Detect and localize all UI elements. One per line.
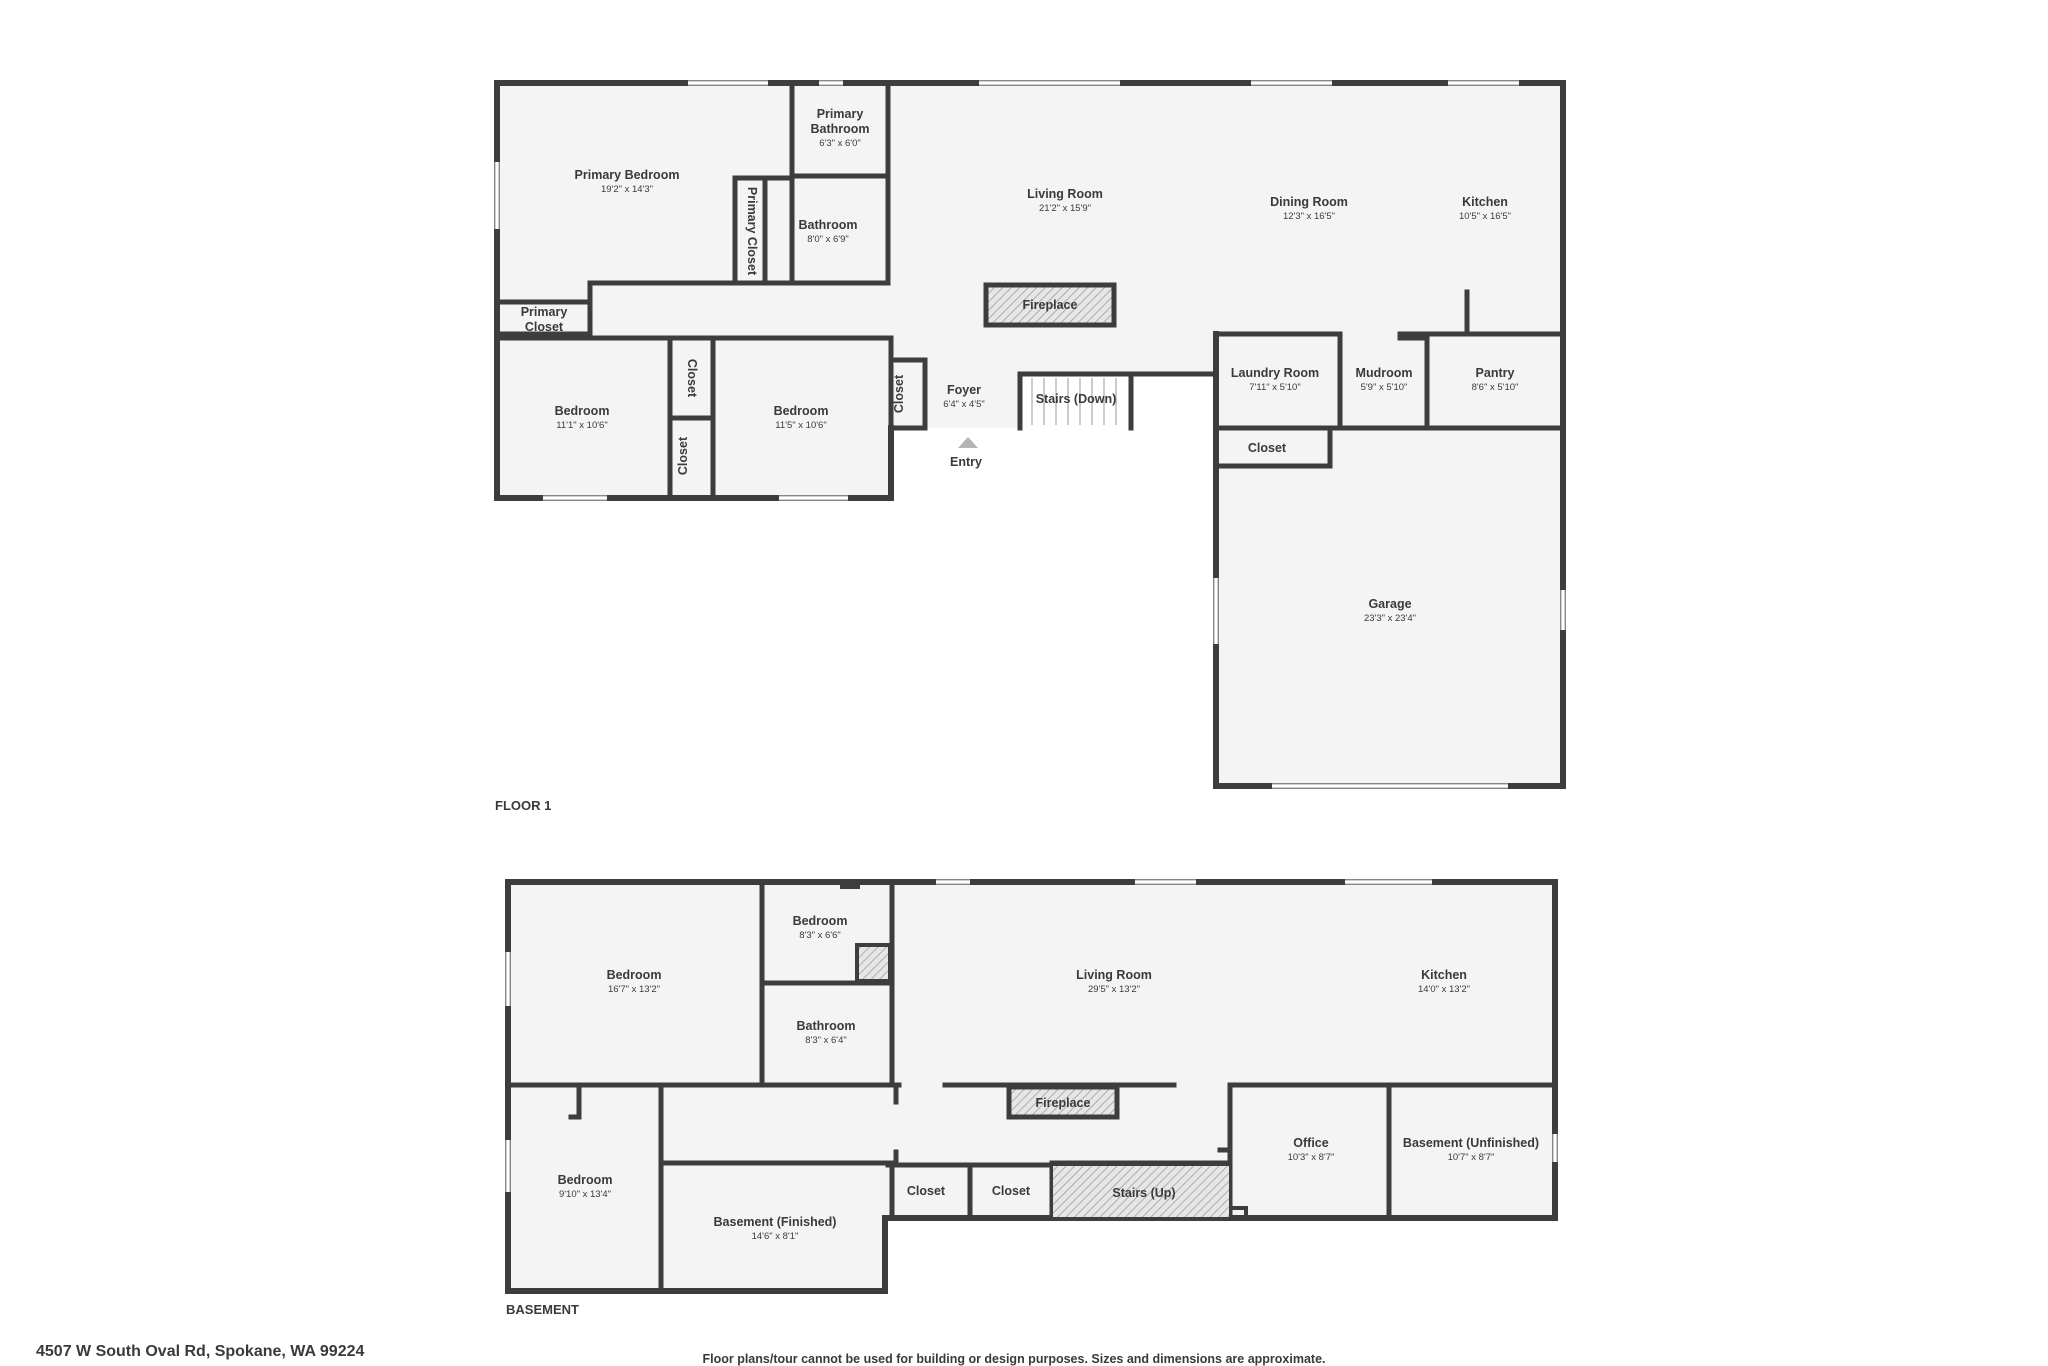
room-dims: 21'2" x 15'9" xyxy=(1039,203,1091,214)
room-label: Bedroom xyxy=(558,1173,613,1187)
room-dims: 8'3" x 6'4" xyxy=(805,1035,847,1046)
room-label: Closet xyxy=(907,1184,946,1198)
fireplace-floor1 xyxy=(983,282,1117,328)
room-dims: 8'3" x 6'6" xyxy=(799,930,841,941)
room-label: Stairs (Up) xyxy=(1112,1186,1175,1200)
room-label: Garage xyxy=(1368,597,1411,611)
room-dims: 14'6" x 8'1" xyxy=(752,1231,799,1242)
room-label: Closet xyxy=(685,359,699,398)
room-dims: 5'9" x 5'10" xyxy=(1361,382,1408,393)
room-label: Closet xyxy=(676,436,690,475)
room-label: Kitchen xyxy=(1462,195,1508,209)
room-dims: 12'3" x 16'5" xyxy=(1283,211,1335,222)
entry-label: Entry xyxy=(950,455,982,469)
room-label: Basement (Unfinished) xyxy=(1403,1136,1539,1150)
room-label: Bedroom xyxy=(555,404,610,418)
room-label: Primary Closet xyxy=(745,187,759,276)
room-label: Closet xyxy=(992,1184,1031,1198)
room-label: Mudroom xyxy=(1356,366,1413,380)
stairs-up-basement xyxy=(1051,1164,1231,1219)
room-label: Living Room xyxy=(1027,187,1103,201)
entry-arrow-icon xyxy=(958,437,978,448)
room-label: Closet xyxy=(892,374,906,413)
room-dims: 6'3" x 6'0" xyxy=(819,138,861,149)
room-label: Primary xyxy=(817,107,864,121)
room-label: Bathroom xyxy=(810,122,869,136)
room-dims: 29'5" x 13'2" xyxy=(1088,984,1140,995)
room-dims: 14'0" x 13'2" xyxy=(1418,984,1470,995)
floor-1-title: FLOOR 1 xyxy=(495,798,551,813)
fireplace-basement xyxy=(1006,1084,1120,1120)
room-label: Laundry Room xyxy=(1231,366,1319,380)
room-label: Bedroom xyxy=(774,404,829,418)
room-label: Bathroom xyxy=(796,1019,855,1033)
room-dims: 11'1" x 10'6" xyxy=(556,420,607,431)
room-label: Primary Bedroom xyxy=(575,168,680,182)
room-dims: 19'2" x 14'3" xyxy=(601,184,653,195)
floor-1-windows xyxy=(494,80,1566,789)
room-dims: 6'4" x 4'5" xyxy=(943,399,985,410)
room-dims: 23'3" x 23'4" xyxy=(1364,613,1416,624)
room-label: Primary xyxy=(521,305,568,319)
room-label: Fireplace xyxy=(1023,298,1078,312)
room-label: Foyer xyxy=(947,383,981,397)
basement-windows xyxy=(505,879,1558,1192)
room-label: Living Room xyxy=(1076,968,1152,982)
room-label: Closet xyxy=(525,320,564,334)
property-address: 4507 W South Oval Rd, Spokane, WA 99224 xyxy=(36,1343,365,1360)
room-label: Bedroom xyxy=(793,914,848,928)
room-dims: 10'3" x 8'7" xyxy=(1288,1152,1335,1163)
room-label: Dining Room xyxy=(1270,195,1348,209)
room-label: Bathroom xyxy=(798,218,857,232)
floor-1-labels: Primary Bedroom 19'2" x 14'3" Primary Ba… xyxy=(495,107,1518,813)
room-dims: 10'7" x 8'7" xyxy=(1448,1152,1495,1163)
room-dims: 10'5" x 16'5" xyxy=(1459,211,1511,222)
room-label: Stairs (Down) xyxy=(1036,392,1117,406)
room-dims: 8'0" x 6'9" xyxy=(807,234,849,245)
room-dims: 16'7" x 13'2" xyxy=(608,984,660,995)
room-label: Basement (Finished) xyxy=(714,1215,837,1229)
room-dims: 8'6" x 5'10" xyxy=(1472,382,1519,393)
basement-plan xyxy=(505,879,1558,1294)
room-dims: 11'5" x 10'6" xyxy=(775,420,826,431)
room-label: Bedroom xyxy=(607,968,662,982)
room-label: Office xyxy=(1293,1136,1328,1150)
basement-labels: Bedroom 16'7" x 13'2" Bedroom 8'3" x 6'6… xyxy=(506,914,1539,1317)
room-label: Pantry xyxy=(1476,366,1515,380)
disclaimer-text: Floor plans/tour cannot be used for buil… xyxy=(702,1352,1326,1366)
floor-1-plan xyxy=(494,80,1566,789)
room-label: Fireplace xyxy=(1036,1096,1091,1110)
room-dims: 7'11" x 5'10" xyxy=(1249,382,1300,393)
basement-title: BASEMENT xyxy=(506,1302,579,1317)
room-label: Closet xyxy=(1248,441,1287,455)
room-label: Kitchen xyxy=(1421,968,1467,982)
room-dims: 9'10" x 13'4" xyxy=(559,1189,611,1200)
disclaimer-wrapper: Floor plans/tour cannot be used for buil… xyxy=(0,1352,2048,1366)
